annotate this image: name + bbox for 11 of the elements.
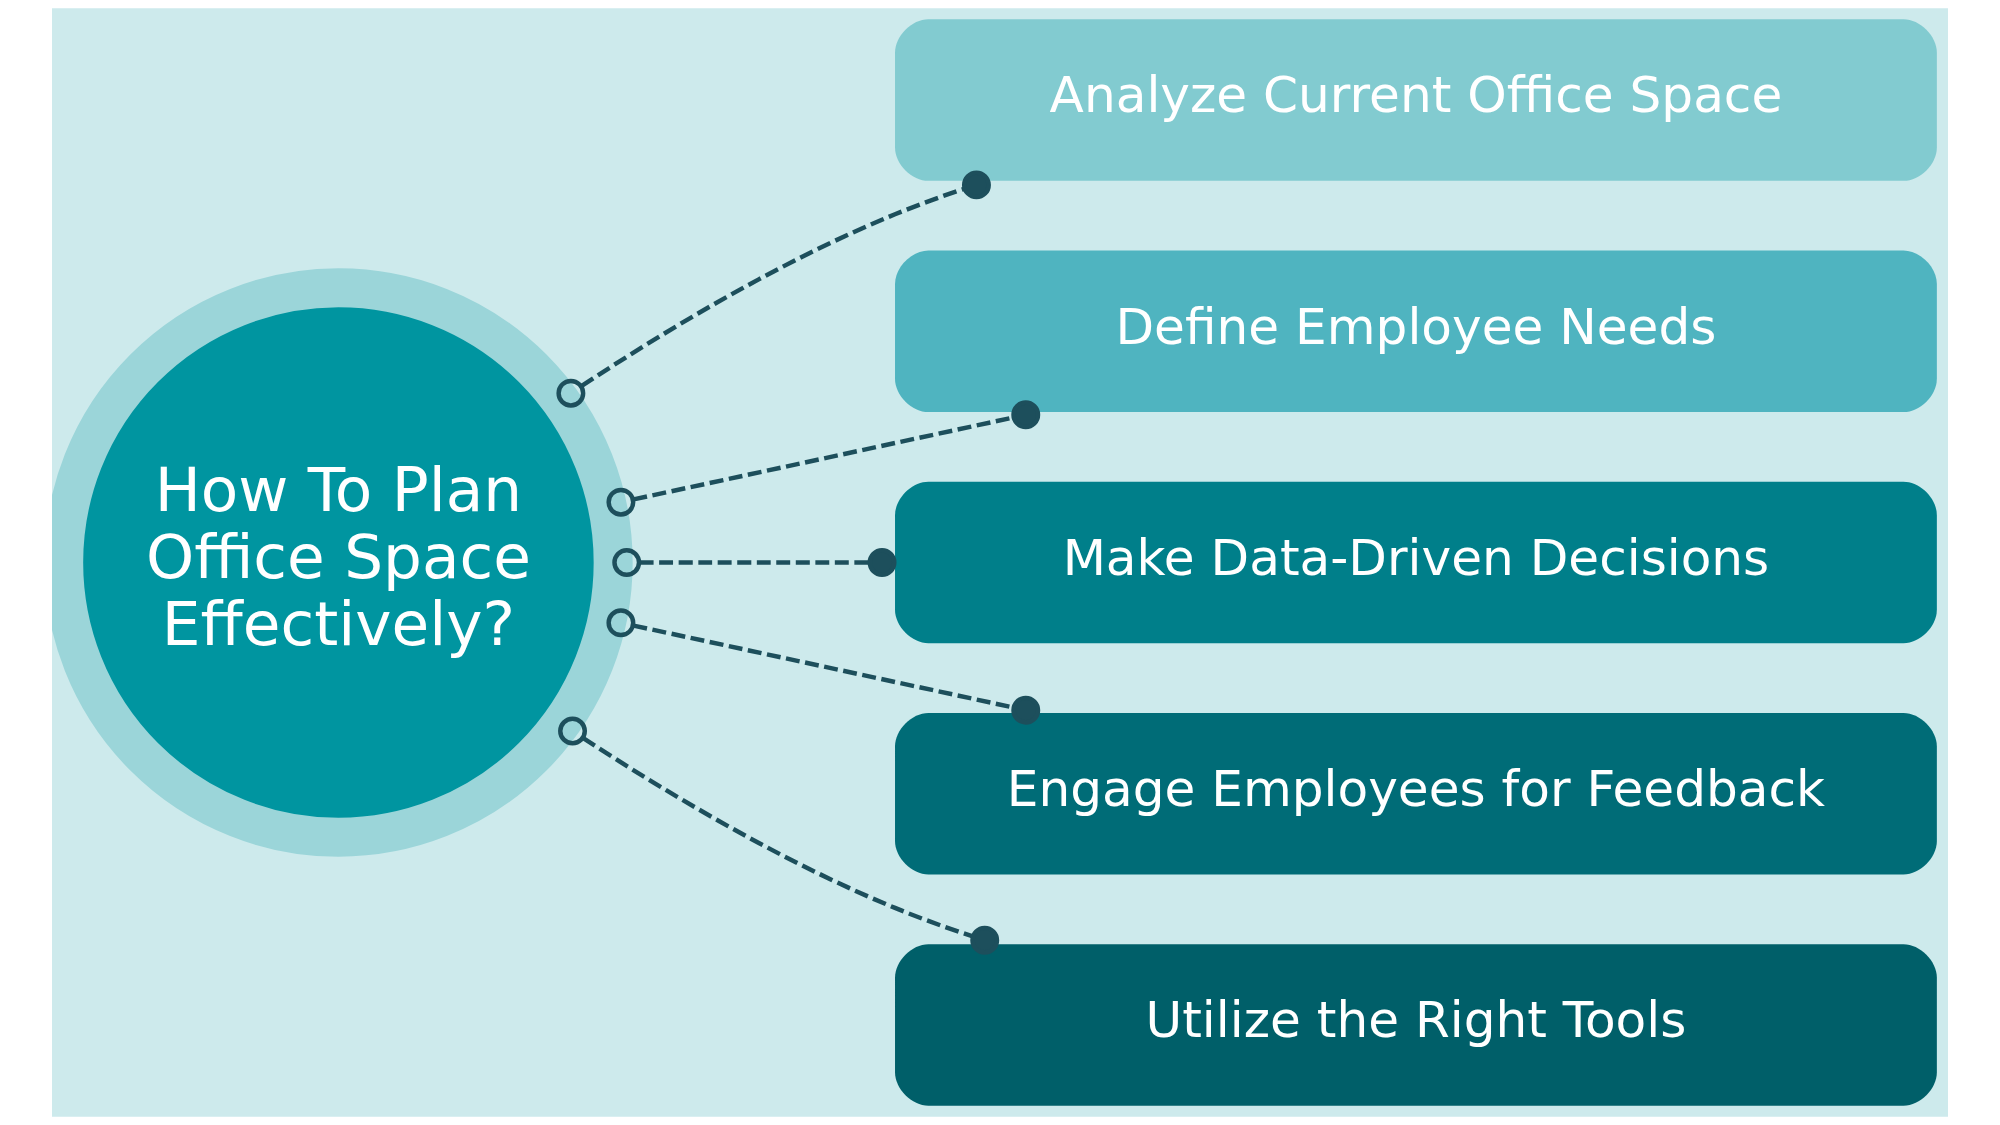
node-circle: How To Plan Office Space Effectively? bbox=[52, 268, 633, 857]
node-box: Engage Employees for Feedback bbox=[895, 712, 1937, 875]
node-box: Utilize the Right Tools bbox=[895, 944, 1937, 1106]
connector bbox=[558, 716, 1000, 955]
node-box: Analyze Current Office Space bbox=[895, 19, 1937, 181]
connector bbox=[606, 608, 1041, 725]
node-box: Make Data-Driven Decisions bbox=[895, 481, 1937, 644]
connector bbox=[606, 400, 1041, 517]
node-box: Define Employee Needs bbox=[895, 250, 1937, 413]
connector bbox=[612, 548, 897, 577]
connector bbox=[556, 170, 991, 408]
